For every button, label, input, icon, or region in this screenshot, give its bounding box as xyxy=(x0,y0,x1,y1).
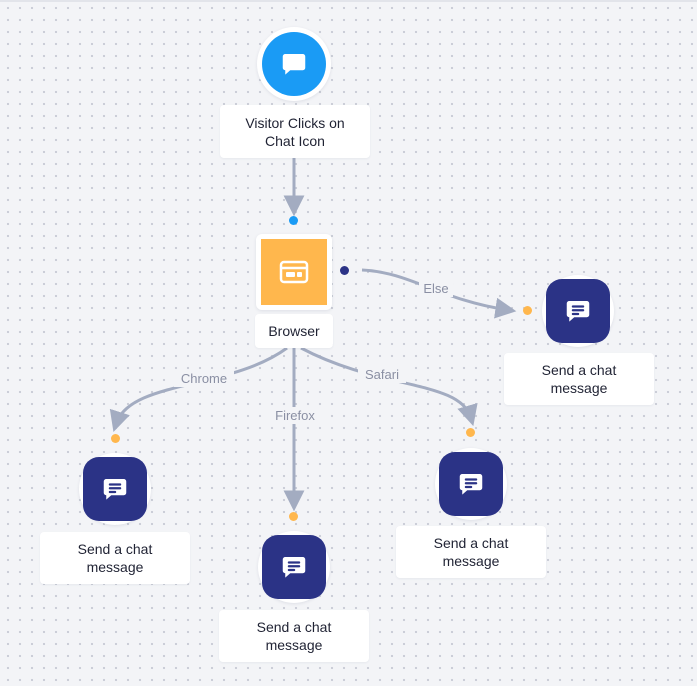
safari-action-label[interactable]: Send a chat message xyxy=(396,526,546,578)
chrome-action-label[interactable]: Send a chat message xyxy=(40,532,190,584)
canvas-top-border xyxy=(0,0,697,2)
edge-label-safari-bg xyxy=(358,366,406,383)
chat-message-icon xyxy=(282,557,306,578)
chat-message-icon xyxy=(459,474,483,495)
edge-label-firefox-bg xyxy=(268,407,322,424)
trigger-output-port[interactable] xyxy=(289,216,298,225)
browser-condition-label[interactable]: Browser xyxy=(255,314,333,348)
edge-label-chrome: Chrome xyxy=(181,371,227,386)
else-action-label[interactable]: Send a chat message xyxy=(504,353,654,405)
edge-label-firefox: Firefox xyxy=(275,408,315,423)
edge-safari[interactable] xyxy=(300,346,478,427)
browser-window-icon xyxy=(279,260,309,284)
safari-action-input-port[interactable] xyxy=(466,428,475,437)
chat-bubble-icon xyxy=(282,54,306,75)
edge-label-safari: Safari xyxy=(365,367,399,382)
chat-message-icon xyxy=(566,301,590,322)
firefox-action-input-port[interactable] xyxy=(289,512,298,521)
firefox-action-node[interactable] xyxy=(258,531,330,603)
chrome-action-input-port[interactable] xyxy=(111,434,120,443)
trigger-node[interactable] xyxy=(257,27,331,101)
safari-action-node[interactable] xyxy=(435,448,507,520)
firefox-action-label[interactable]: Send a chat message xyxy=(219,610,369,662)
else-action-node[interactable] xyxy=(542,275,614,347)
else-action-input-port[interactable] xyxy=(523,306,532,315)
chrome-action-node[interactable] xyxy=(79,453,151,525)
edge-label-else-bg xyxy=(419,280,453,297)
chat-message-icon xyxy=(103,479,127,500)
browser-else-port[interactable] xyxy=(340,266,349,275)
browser-condition-node[interactable] xyxy=(256,234,332,310)
edge-label-else: Else xyxy=(423,281,448,296)
edge-label-chrome-bg xyxy=(174,370,234,387)
trigger-label[interactable]: Visitor Clicks on Chat Icon xyxy=(220,105,370,158)
